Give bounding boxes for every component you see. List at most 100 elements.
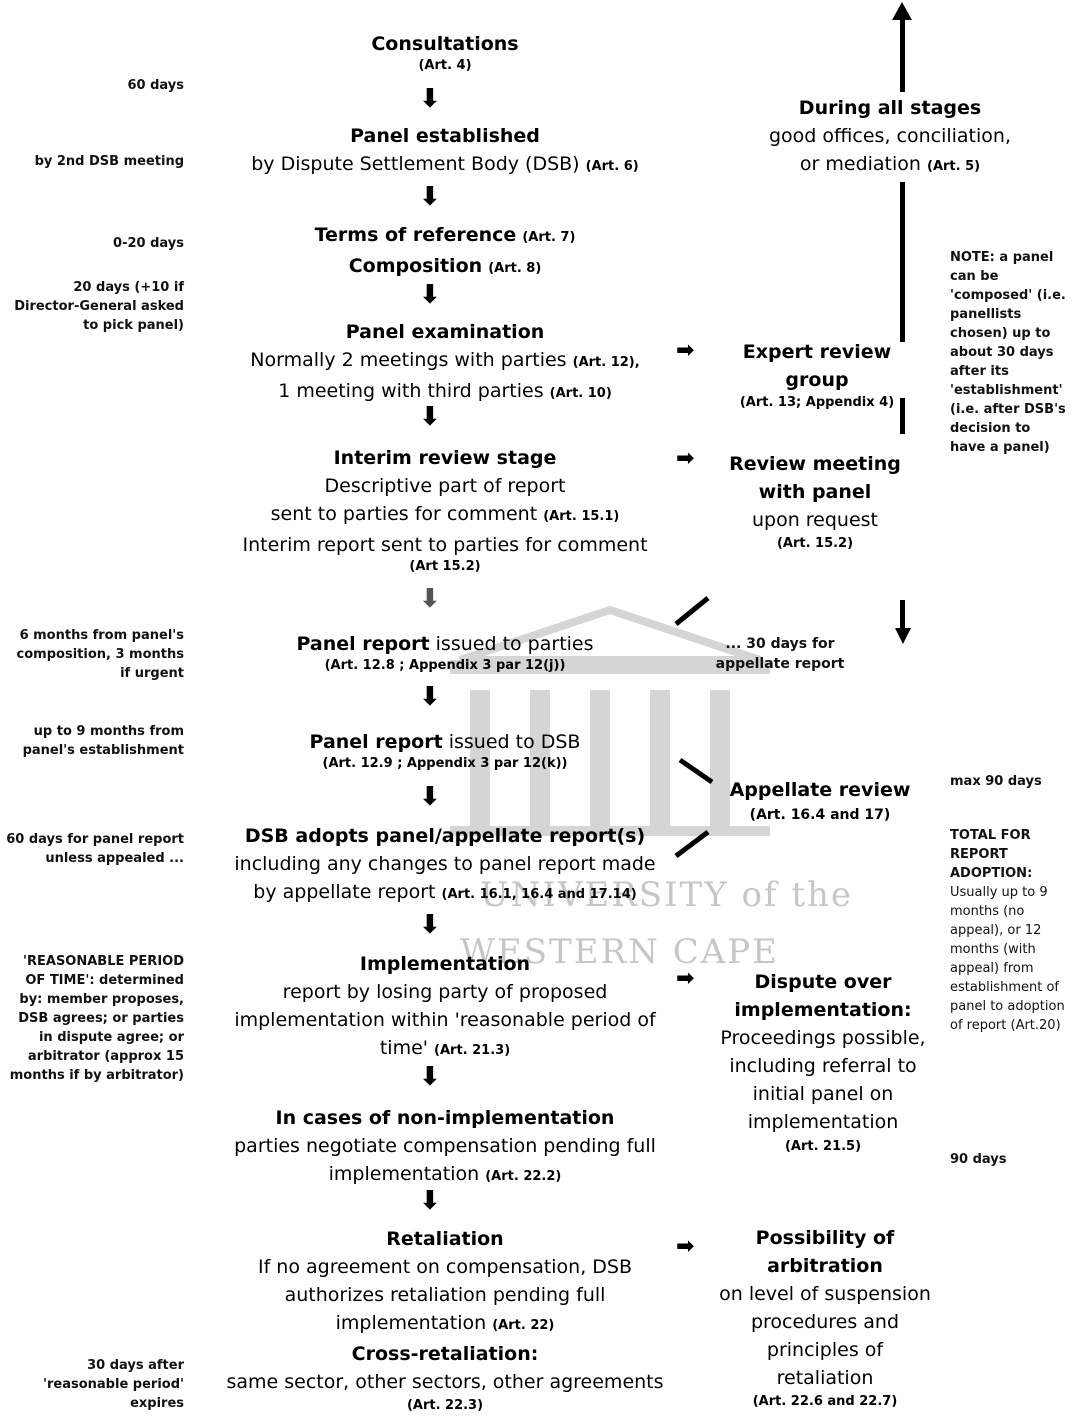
review-meeting-title2: with panel (758, 481, 872, 503)
panel-report-parties-art: (Art. 12.8 ; Appendix 3 par 12(j)) (324, 658, 566, 673)
dispute-line2: including referral to (729, 1055, 917, 1077)
appellate-review-art: (Art. 16.4 and 17) (749, 807, 891, 823)
note-total-adoption: TOTAL FOR REPORT ADOPTION: Usually up to… (950, 826, 1072, 1035)
arrow-down-6: ⬇ (419, 682, 441, 712)
arbitration-title1: Possibility of (755, 1227, 895, 1249)
arrow-down-3: ⬇ (419, 280, 441, 310)
diagonal-arrow-up-right-1 (674, 596, 710, 626)
arrow-down-10: ⬇ (419, 1186, 441, 1216)
note-composition-days: 20 days (+10 if Director-General asked t… (14, 280, 184, 333)
step-non-implementation: In cases of non-implementation parties n… (205, 1104, 685, 1191)
box-expert-review: Expert review group (Art. 13; Appendix 4… (712, 338, 922, 412)
arrow-up-icon (892, 2, 912, 20)
panel-examination-art2: (Art. 10) (549, 386, 612, 401)
dispute-title1: Dispute over (754, 971, 892, 993)
step-consultations: Consultations (Art. 4) (205, 30, 685, 74)
panel-established-text: by Dispute Settlement Body (DSB) (251, 153, 580, 175)
dispute-line1: Proceedings possible, (720, 1027, 926, 1049)
note-panel-report-dsb: up to 9 months from panel's establishmen… (22, 724, 184, 758)
note-panel-report-parties: 6 months from panel's composition, 3 mon… (16, 628, 184, 681)
retaliation-line3: implementation (335, 1312, 487, 1334)
panel-examination-line1: Normally 2 meetings with parties (250, 349, 567, 371)
step-panel-examination: Panel examination Normally 2 meetings wi… (205, 318, 685, 408)
note-retaliation-days: 30 days after 'reasonable period' expire… (43, 1358, 184, 1411)
cross-retaliation-title: Cross-retaliation: (351, 1343, 539, 1365)
arrow-down-5: ⬇ (419, 584, 441, 614)
note-90-days: 90 days (950, 1152, 1007, 1167)
diagonal-arrow-down-right (678, 757, 714, 785)
arrow-down-right-icon (895, 600, 911, 644)
implementation-title: Implementation (359, 953, 531, 975)
retaliation-line1: If no agreement on compensation, DSB (257, 1256, 633, 1278)
interim-review-title: Interim review stage (333, 447, 557, 469)
all-stages-line-top (900, 16, 905, 92)
arrow-right-expert: ➡ (676, 338, 695, 363)
cross-retaliation-line1: same sector, other sectors, other agreem… (226, 1371, 664, 1393)
arrow-down-9: ⬇ (419, 1062, 441, 1092)
all-stages-line-low (900, 398, 905, 434)
arbitration-art: (Art. 22.6 and 22.7) (752, 1394, 898, 1409)
implementation-line2: implementation within 'reasonable period… (234, 1009, 656, 1031)
arrow-right-review: ➡ (676, 446, 695, 471)
step-panel-report-parties: Panel report issued to parties (Art. 12.… (205, 630, 685, 674)
box-arbitration: Possibility of arbitration on level of s… (705, 1224, 945, 1412)
arbitration-line2: procedures and (750, 1311, 900, 1333)
panel-examination-art1: (Art. 12), (572, 355, 640, 370)
panel-report-dsb-text: issued to DSB (448, 731, 581, 753)
non-implementation-title: In cases of non-implementation (275, 1107, 615, 1129)
terms-title: Terms of reference (314, 224, 517, 246)
panel-report-parties-text: issued to parties (435, 633, 594, 655)
arbitration-line1: on level of suspension (719, 1283, 931, 1305)
non-implementation-line1: parties negotiate compensation pending f… (234, 1135, 656, 1157)
non-implementation-line2: implementation (328, 1163, 480, 1185)
interim-review-line2: sent to parties for comment (270, 503, 538, 525)
watermark-line2: WESTERN CAPE (460, 932, 779, 972)
cross-retaliation-art: (Art. 22.3) (406, 1398, 484, 1413)
note-panel-composed: NOTE: a panel can be 'composed' (i.e. pa… (950, 250, 1066, 455)
interim-review-line3: Interim report sent to parties for comme… (242, 534, 648, 556)
during-all-stages-line1: good offices, conciliation, (769, 125, 1011, 147)
dispute-art: (Art. 21.5) (784, 1139, 862, 1154)
review-meeting-art: (Art. 15.2) (776, 536, 854, 551)
note-consultations-days: 60 days (127, 78, 184, 93)
building-icon (450, 605, 770, 836)
step-dsb-adopts: DSB adopts panel/appellate report(s) inc… (205, 822, 685, 909)
implementation-line3: time' (379, 1037, 428, 1059)
note-panel-established: by 2nd DSB meeting (34, 154, 184, 169)
all-stages-line-mid (900, 182, 905, 342)
consultations-title: Consultations (371, 33, 519, 55)
arrow-down-4: ⬇ (419, 402, 441, 432)
retaliation-line2: authorizes retaliation pending full (284, 1284, 606, 1306)
step-panel-established: Panel established by Dispute Settlement … (205, 122, 685, 181)
consultations-art: (Art. 4) (418, 58, 472, 73)
dispute-line3: initial panel on (752, 1083, 894, 1105)
panel-report-dsb-art: (Art. 12.9 ; Appendix 3 par 12(k)) (322, 756, 568, 771)
interim-review-art1: (Art. 15.1) (543, 509, 620, 524)
implementation-line1: report by losing party of proposed (282, 981, 608, 1003)
box-appellate-review: Appellate review (Art. 16.4 and 17) (720, 776, 920, 826)
arbitration-line4: retaliation (776, 1367, 874, 1389)
arrow-down-7: ⬇ (419, 782, 441, 812)
arrow-down-8: ⬇ (419, 910, 441, 940)
expert-review-title: Expert review group (742, 341, 892, 391)
interim-review-art2: (Art 15.2) (409, 559, 481, 574)
box-during-all-stages: During all stages good offices, concilia… (720, 94, 1060, 181)
step-retaliation: Retaliation If no agreement on compensat… (205, 1225, 685, 1416)
note-terms-days: 0-20 days (113, 236, 184, 251)
appellate-days: ... 30 days for appellate report (715, 636, 845, 672)
watermark-line1: UNIVERSITY of the (480, 875, 854, 915)
panel-examination-line2: 1 meeting with third parties (278, 380, 544, 402)
retaliation-title: Retaliation (386, 1228, 504, 1250)
review-meeting-line1: upon request (751, 509, 879, 531)
composition-title: Composition (348, 255, 483, 277)
panel-established-title: Panel established (350, 125, 540, 147)
arbitration-line3: principles of (766, 1339, 884, 1361)
arrow-down-2: ⬇ (419, 182, 441, 212)
during-all-stages-title: During all stages (798, 97, 982, 119)
box-review-meeting: Review meeting with panel upon request (… (720, 450, 910, 554)
step-terms-composition: Terms of reference (Art. 7) Composition … (205, 221, 685, 283)
review-meeting-title1: Review meeting (729, 453, 901, 475)
dsb-adopts-line2: by appellate report (253, 881, 436, 903)
panel-examination-title: Panel examination (345, 321, 545, 343)
dispute-title2: implementation: (734, 999, 912, 1021)
